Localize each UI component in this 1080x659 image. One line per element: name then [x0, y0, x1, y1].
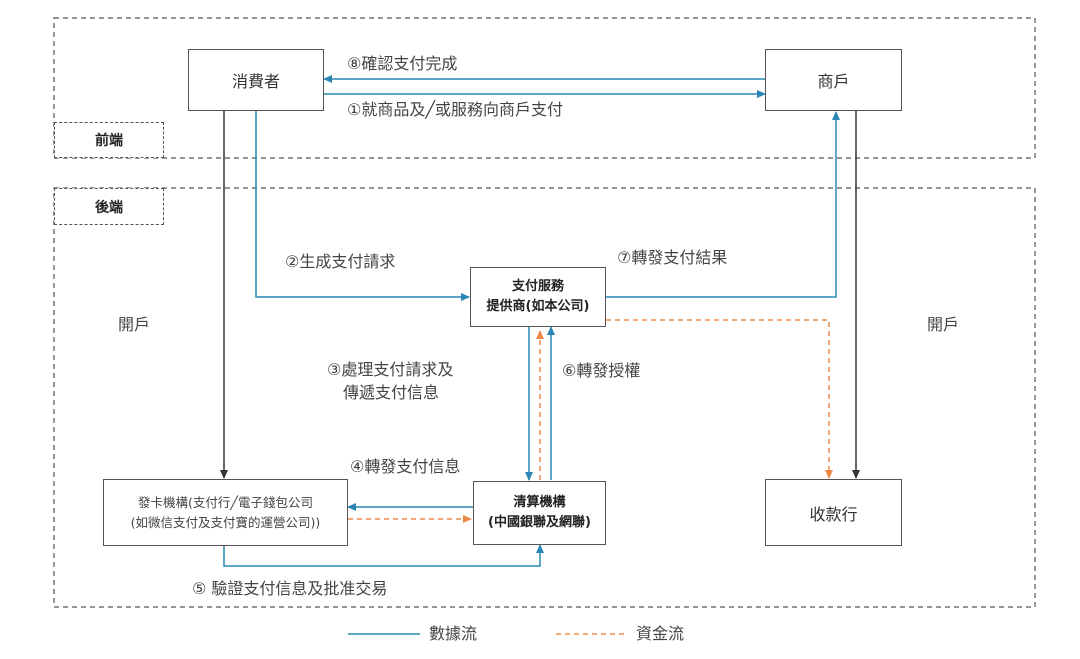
acquirer-node: 收款行	[765, 479, 902, 546]
clearing-label-line1: 清算機構	[513, 495, 566, 510]
step1-label: ①就商品及╱或服務向商戶支付	[347, 100, 563, 119]
step8-label: ⑧確認支付完成	[347, 54, 458, 73]
issuer-node: 發卡機構(支付行╱電子錢包公司 (如微信支付及支付寶的運營公司))	[103, 479, 348, 546]
step3-label-line2: 傳遞支付信息	[343, 383, 440, 402]
backend-tag: 後端	[54, 188, 164, 225]
fund-psp-to-acquirer	[606, 319, 833, 479]
arrow-step7	[606, 111, 840, 298]
arrow-step5	[223, 544, 544, 567]
clearing-node: 清算機構 (中國銀聯及網聯)	[473, 481, 606, 545]
step6-label: ⑥轉發授權	[562, 361, 641, 380]
step3-label-line1: ③處理支付請求及	[327, 360, 454, 379]
frontend-section-frame	[53, 17, 1036, 159]
account-left-label: 開戶	[118, 315, 151, 334]
backend-section-frame	[53, 187, 1036, 608]
issuer-label-line1: 發卡機構(支付行╱電子錢包公司	[138, 494, 313, 510]
arrow-step2	[255, 111, 470, 301]
merchant-label: 商戶	[817, 72, 850, 91]
step7-label: ⑦轉發支付結果	[617, 248, 728, 267]
step2-label: ②生成支付請求	[285, 252, 396, 271]
clearing-label-line2: (中國銀聯及網聯)	[488, 515, 591, 530]
step4-label: ④轉發支付信息	[350, 457, 461, 476]
consumer-node: 消費者	[188, 49, 324, 111]
step5-label: ⑤ 驗證支付信息及批准交易	[192, 579, 388, 598]
psp-node: 支付服務 提供商(如本公司)	[470, 267, 606, 327]
acquirer-label: 收款行	[809, 504, 858, 524]
frontend-tag: 前端	[54, 122, 164, 158]
legend-fund-flow-label: 資金流	[636, 624, 685, 643]
consumer-label: 消費者	[231, 72, 280, 91]
psp-label-line2: 提供商(如本公司)	[486, 299, 590, 314]
psp-label-line1: 支付服務	[511, 279, 564, 294]
legend-data-flow-label: 數據流	[429, 624, 478, 643]
merchant-node: 商戶	[765, 49, 902, 111]
account-right-label: 開戶	[927, 315, 960, 334]
issuer-label-line2: (如微信支付及支付寶的運營公司))	[130, 514, 321, 530]
